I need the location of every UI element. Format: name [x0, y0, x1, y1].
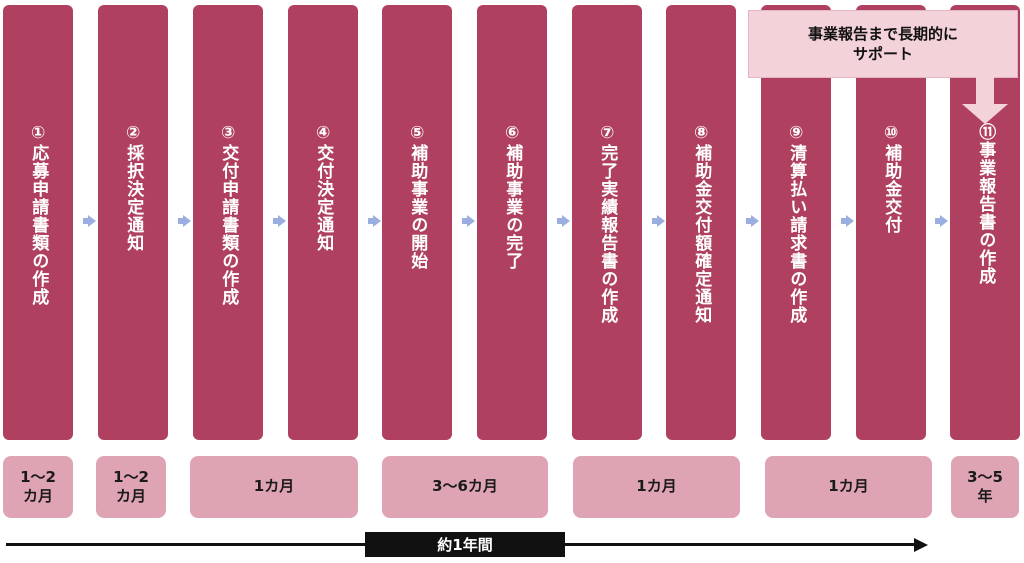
duration-box: 3～6カ月: [382, 456, 548, 518]
step-label: ⑤補助事業の開始: [407, 123, 428, 270]
arrow-right-icon: [557, 215, 570, 227]
arrow-right-icon: [178, 215, 191, 227]
step-label: ⑦完了実績報告書の作成: [597, 123, 618, 324]
arrow-right-icon: [273, 215, 286, 227]
arrow-right-icon: [841, 215, 854, 227]
down-arrow-head-icon: [962, 104, 1008, 124]
step-label: ①応募申請書類の作成: [28, 123, 49, 306]
arrow-right-icon: [83, 215, 96, 227]
duration-box: 1カ月: [765, 456, 932, 518]
step-label: ⑥補助事業の完了: [502, 123, 523, 270]
step-label: ③交付申請書類の作成: [218, 123, 239, 306]
step-label: ⑩補助金交付: [881, 123, 902, 234]
duration-box: 1カ月: [190, 456, 358, 518]
step-label: ④交付決定通知: [313, 123, 334, 252]
step-label: ⑧補助金交付額確定通知: [691, 123, 712, 324]
arrow-right-icon: [746, 215, 759, 227]
step-box-4: ④交付決定通知: [288, 5, 358, 440]
duration-box: 3～5 年: [951, 456, 1019, 518]
step-box-3: ③交付申請書類の作成: [193, 5, 263, 440]
duration-box: 1～2 カ月: [96, 456, 166, 518]
step-box-5: ⑤補助事業の開始: [382, 5, 452, 440]
step-box-8: ⑧補助金交付額確定通知: [666, 5, 736, 440]
step-box-7: ⑦完了実績報告書の作成: [572, 5, 642, 440]
duration-box: 1カ月: [573, 456, 740, 518]
step-box-11: ⑪事業報告書の作成: [950, 5, 1020, 440]
down-arrow-icon: [976, 76, 994, 106]
arrow-right-icon: [368, 215, 381, 227]
arrow-right-icon: [462, 215, 475, 227]
step-box-2: ②採択決定通知: [98, 5, 168, 440]
support-callout: 事業報告まで長期的に サポート: [748, 10, 1018, 78]
arrow-right-icon: [652, 215, 665, 227]
arrow-right-icon: [935, 215, 948, 227]
step-label: ②採択決定通知: [123, 123, 144, 252]
step-label: ⑪事業報告書の作成: [975, 123, 996, 285]
timeline-arrowhead-icon: [914, 538, 928, 552]
duration-box: 1～2 カ月: [3, 456, 73, 518]
step-label: ⑨清算払い請求書の作成: [786, 123, 807, 324]
step-box-6: ⑥補助事業の完了: [477, 5, 547, 440]
timeline-label: 約1年間: [365, 532, 565, 557]
step-box-1: ①応募申請書類の作成: [3, 5, 73, 440]
